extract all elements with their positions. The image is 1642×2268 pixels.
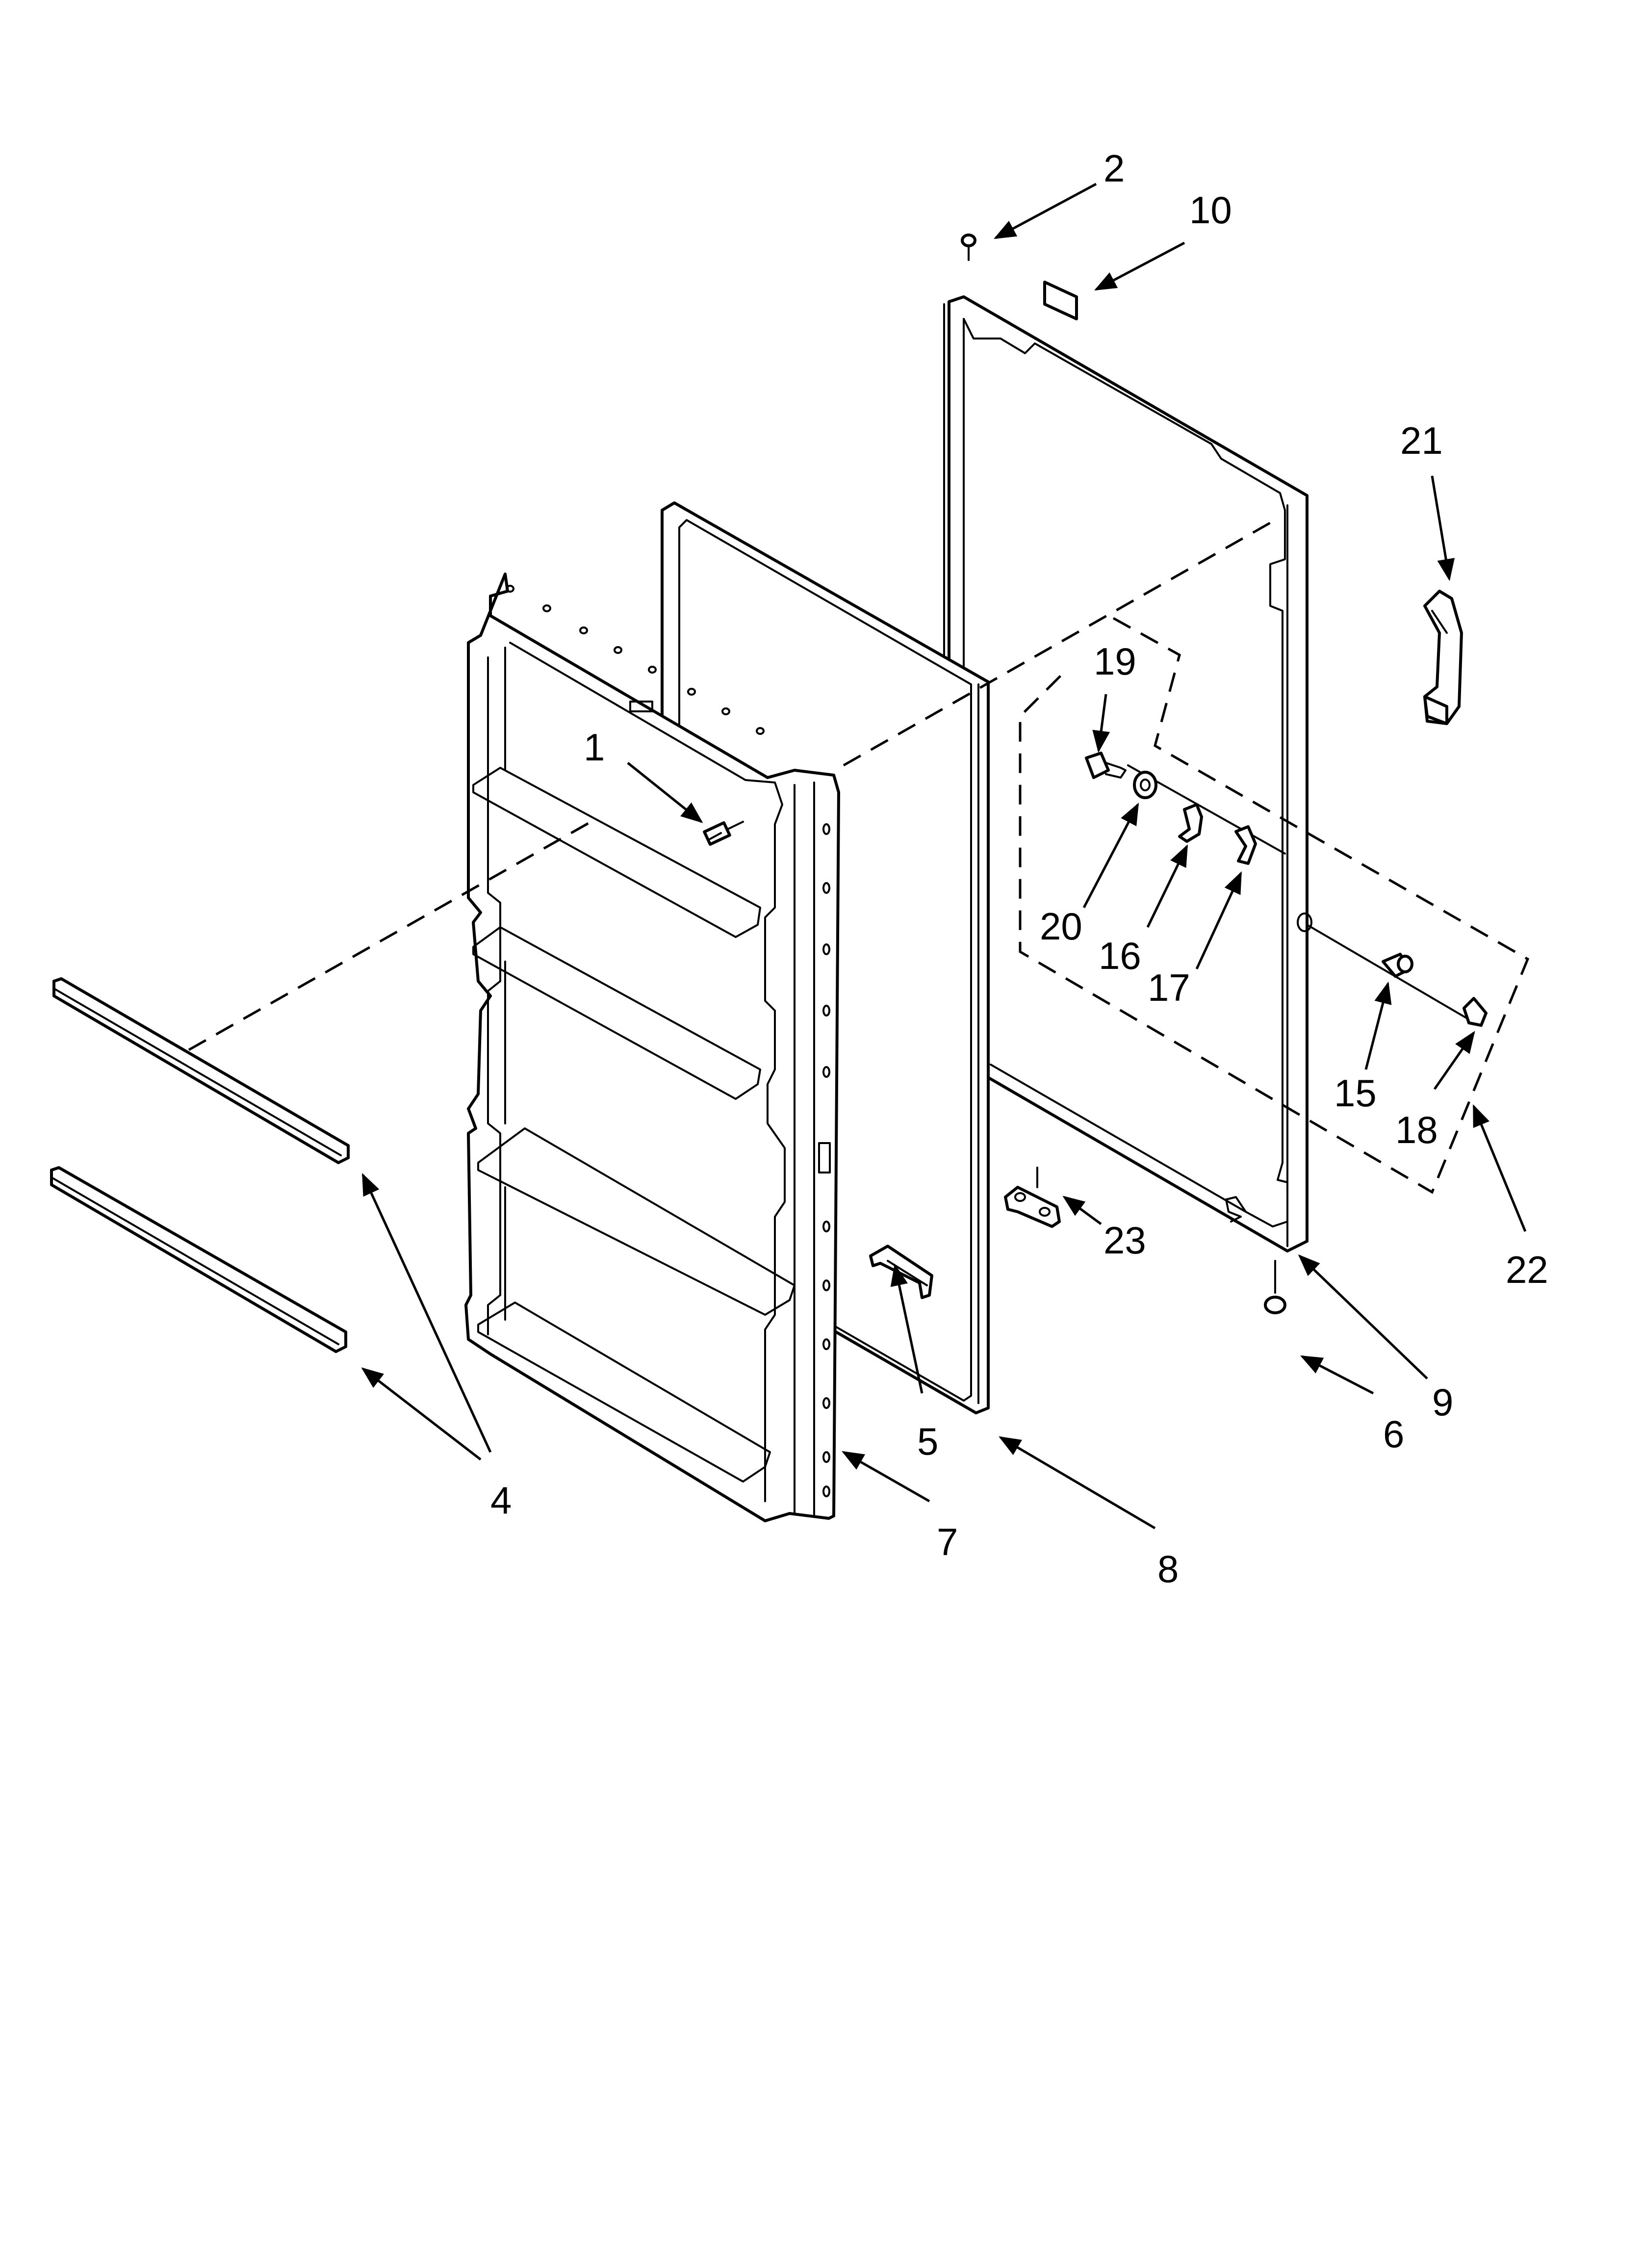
label-part-10: [1043, 281, 1078, 320]
callout-9: 9: [1432, 1381, 1453, 1424]
callout-20: 20: [1040, 905, 1082, 948]
pin-part-15: [1382, 953, 1413, 978]
bracket-part-16: [1178, 803, 1203, 843]
callout-16: 16: [1099, 934, 1141, 977]
handle-part-21: [1423, 590, 1463, 725]
screw-part-1: [703, 821, 744, 846]
callout-labels: 2 10 21 19 1 20 16 17 15 18 23 22 5 9 6 …: [490, 147, 1548, 1590]
callout-6: 6: [1383, 1412, 1404, 1456]
screw-part-2: [961, 234, 976, 261]
callout-21: 21: [1400, 419, 1443, 462]
washer-part-20: [1133, 771, 1157, 799]
clip-part-17: [1234, 825, 1257, 865]
callout-23: 23: [1103, 1219, 1146, 1262]
explosion-line-panel: [843, 519, 1276, 767]
door-outer-panel: [943, 295, 1312, 1252]
door-inner-liner: [464, 573, 840, 1522]
callout-8: 8: [1157, 1547, 1179, 1590]
screw-part-19: [1085, 752, 1127, 779]
callout-19: 19: [1094, 640, 1136, 683]
callout-15: 15: [1334, 1071, 1377, 1115]
hardware-kit-part-22: [1019, 617, 1530, 1194]
callout-22: 22: [1506, 1248, 1548, 1291]
callout-5: 5: [917, 1420, 938, 1463]
callout-4: 4: [490, 1479, 512, 1522]
callout-18: 18: [1395, 1108, 1438, 1151]
callout-17: 17: [1148, 966, 1190, 1009]
callout-7: 7: [937, 1520, 958, 1564]
explosion-line-liner: [188, 820, 592, 1051]
callout-1: 1: [584, 726, 605, 769]
callout-10: 10: [1189, 188, 1232, 232]
leader-lines: [361, 182, 1527, 1530]
nut-part-6: [1264, 1260, 1286, 1314]
cap-part-18: [1462, 997, 1488, 1027]
hinge-part-23: [1004, 1167, 1061, 1228]
callout-2: 2: [1103, 147, 1125, 190]
trim-strips-part-4: [50, 977, 350, 1353]
